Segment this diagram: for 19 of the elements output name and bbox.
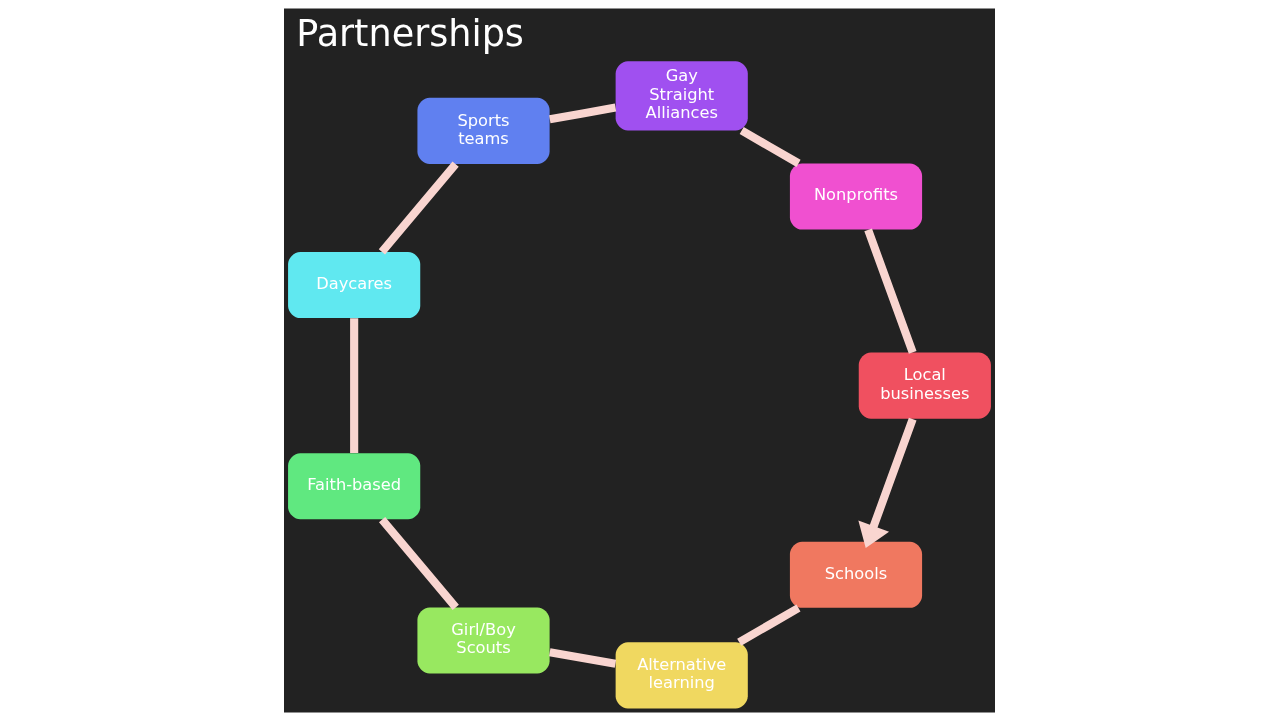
connector: [737, 604, 801, 646]
diagram-title: Partnerships: [296, 11, 524, 55]
connector: [739, 127, 801, 167]
connector: [864, 228, 917, 354]
node-box: Sports teams: [417, 97, 550, 164]
connector: [549, 103, 617, 124]
node-box: Alternative learning: [615, 642, 748, 709]
node-box: Schools: [789, 541, 923, 608]
connector: [378, 516, 459, 610]
connector: [549, 648, 617, 668]
node-box: Local businesses: [858, 352, 991, 419]
node-box: Daycares: [288, 252, 421, 319]
connector: [378, 161, 459, 255]
node-box: Gay Straight Alliances: [615, 61, 748, 131]
node-box: Girl/Boy Scouts: [417, 607, 550, 674]
arrow: [858, 417, 917, 549]
node-box: Nonprofits: [789, 163, 923, 230]
node-box: Faith-based: [288, 453, 421, 520]
connector: [350, 318, 359, 454]
